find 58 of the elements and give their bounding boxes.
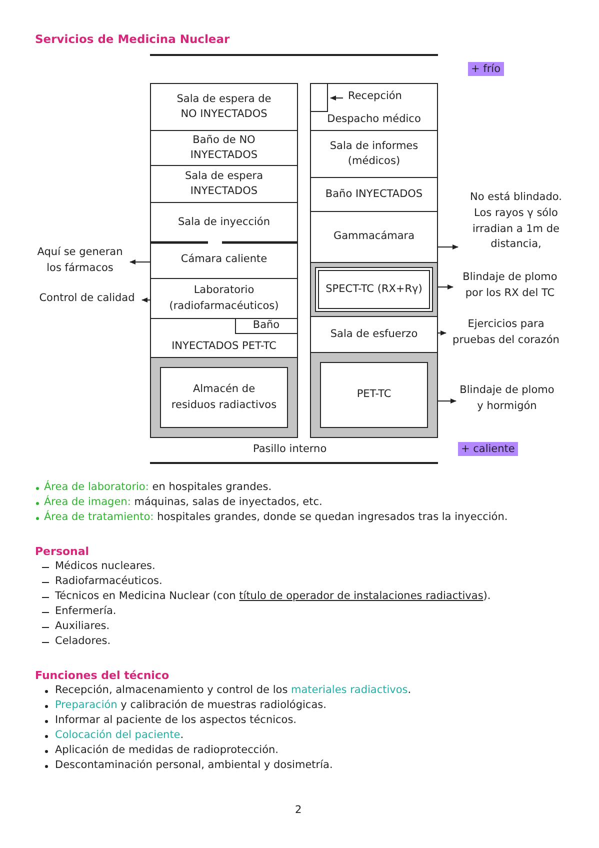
room-box [310, 83, 438, 131]
section-heading: Personal [35, 545, 90, 558]
page-title: Servicios de Medicina Nuclear [35, 32, 230, 46]
annotation-text: Blindaje de plomo y hormigón [458, 383, 556, 417]
room-label: PET-TC [356, 387, 392, 402]
list-item: Área de laboratorio: en hospitales grandes. [44, 481, 272, 493]
list-item: Preparación y calibración de muestras radiológicas. [55, 699, 326, 711]
arrow [130, 260, 150, 264]
arrow [438, 398, 456, 404]
page-number: 2 [295, 804, 302, 816]
room-label: SPECT-TC (RX+Rγ) [326, 282, 422, 297]
arrow [142, 298, 150, 302]
room-box: Baño de NO INYECTADOS [150, 130, 298, 166]
box-outline [310, 82, 328, 112]
room-box: Sala de espera INYECTADOS [150, 165, 298, 203]
room-label: Despacho médico [327, 112, 421, 127]
shielded-room [150, 357, 298, 438]
list-item: Colocación del paciente. [55, 729, 184, 741]
room-box: Gammacámara [310, 211, 438, 263]
list-item: Aplicación de medidas de radioprotección. [55, 744, 278, 756]
list-item: Técnicos en Medicina Nuclear (con título de operador de instalaciones radiactivas). [55, 590, 491, 602]
list-item: Auxiliares. [55, 620, 110, 632]
annotation-text: Control de calidad [34, 291, 140, 309]
annotation-text: Ejercicios para pruebas del corazón [448, 317, 564, 351]
room-box: Sala de inyección [150, 202, 298, 243]
shielded-room [310, 262, 438, 317]
arrow [330, 96, 344, 100]
temperature-tag: + frío [468, 62, 504, 76]
list-item: Radiofarmacéuticos. [55, 575, 162, 587]
room-label: Recepción [345, 89, 405, 105]
list-item: Celadores. [55, 635, 111, 647]
room-box: Sala de informes (médicos) [310, 130, 438, 178]
list-item: Recepción, almacenamiento y control de los materiales radiactivos. [55, 684, 412, 696]
list-item: Área de imagen: máquinas, salas de inyectados, etc. [44, 496, 322, 508]
room-box: Baño INYECTADOS [310, 177, 438, 212]
list-item: Médicos nucleares. [55, 560, 156, 572]
arrow [438, 244, 458, 250]
shielded-room [310, 352, 438, 438]
corridor-label: Pasillo interno [253, 443, 327, 455]
room-box [150, 318, 298, 358]
annotation-text: Aquí se generan los fármacos [32, 245, 128, 279]
arrow [438, 284, 454, 290]
list-item: Área de tratamiento: hospitales grandes, donde se quedan ingresados tras la inyección. [44, 511, 508, 523]
section-heading: Funciones del técnico [35, 669, 169, 682]
arrow [438, 330, 446, 336]
list-item: Descontaminación personal, ambiental y dosimetría. [55, 759, 333, 771]
list-item: Enfermería. [55, 605, 116, 617]
room-box: Sala de esfuerzo [310, 316, 438, 353]
room-box: Cámara caliente [150, 242, 298, 279]
annotation-text: No está blindado. Los rayos γ sólo irradian a 1m de distancia, [460, 190, 572, 256]
room-box: Baño [235, 318, 298, 334]
room-label: Almacén de residuos radiactivos [171, 382, 277, 412]
temperature-tag: + caliente [458, 442, 518, 456]
room-box: Laboratorio (radiofarmacéuticos) [150, 278, 298, 319]
room-label: INYECTADOS PET-TC [172, 338, 276, 354]
list-item: Informar al paciente de los aspectos técnicos. [55, 714, 297, 726]
annotation-text: Blindaje de plomo por los RX del TC [455, 270, 565, 304]
room-box: Sala de espera de NO INYECTADOS [150, 83, 298, 131]
